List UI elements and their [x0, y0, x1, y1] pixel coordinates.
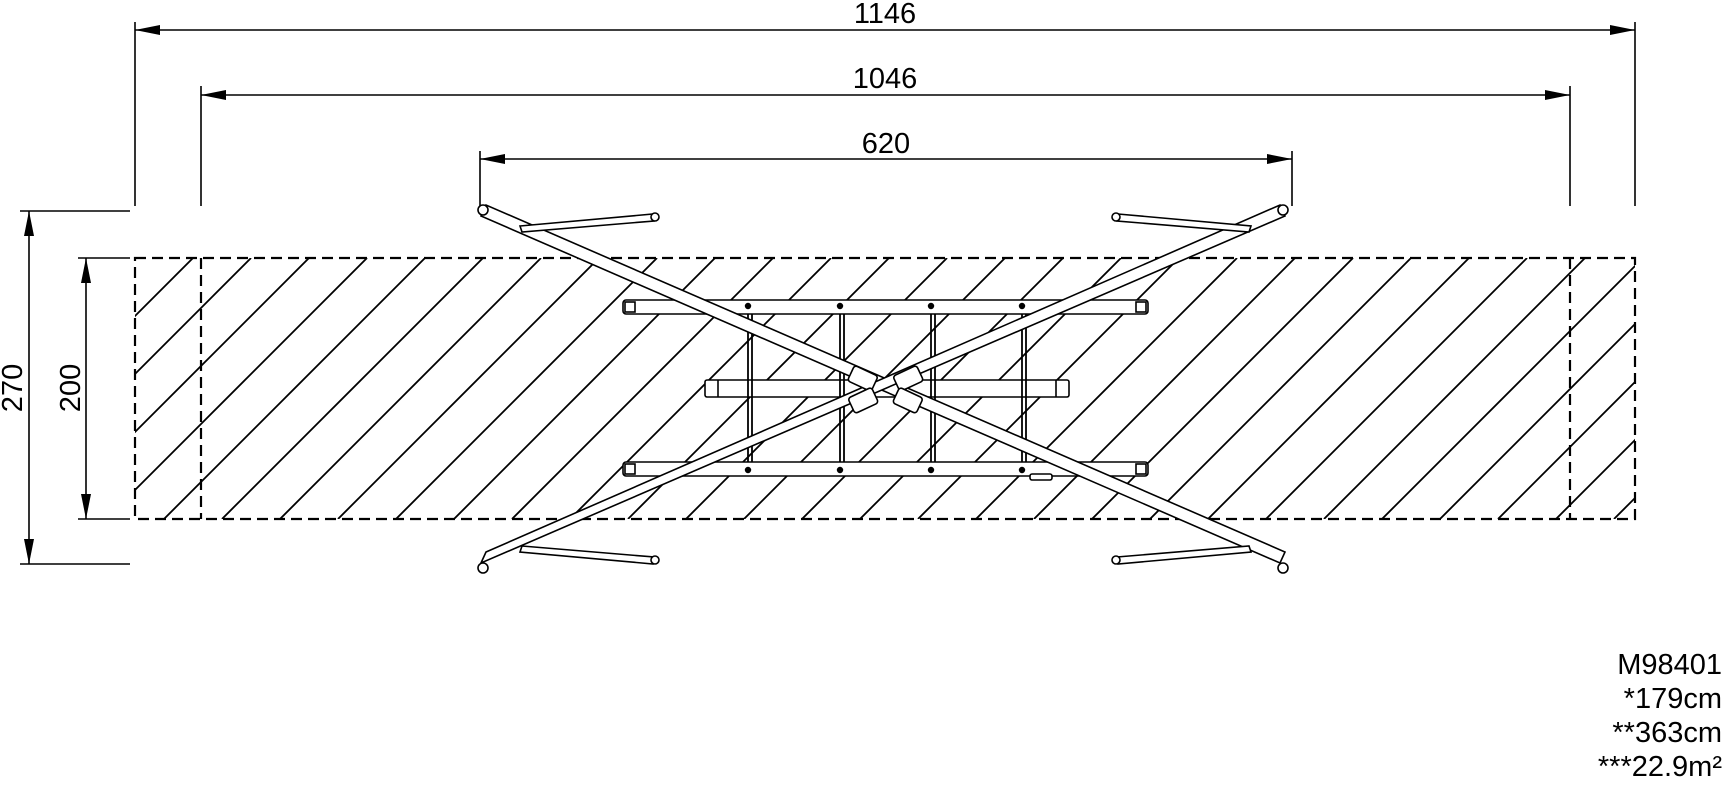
hatch-line [163, 258, 426, 519]
leg-brace-top-right [1111, 212, 1253, 233]
spec-block: M98401 *179cm **363cm ***22.9m² [1462, 648, 1722, 784]
dimension-overall-depth [20, 210, 130, 565]
swing-chains [747, 314, 1027, 462]
hatch-line [1497, 380, 1635, 519]
hatch-line [135, 258, 194, 318]
spec-free-height: *179cm [1623, 683, 1722, 715]
hatch-line [337, 258, 600, 519]
spec-safety-area: ***22.9m² [1597, 751, 1722, 783]
frame-center-hub [847, 365, 924, 414]
frame-leg-b [479, 203, 1287, 565]
spec-total-height: **363cm [1612, 717, 1722, 749]
hatch-line [1149, 258, 1412, 519]
dimension-frame-width [479, 151, 1293, 206]
dimension-overall-width [134, 22, 1636, 206]
hatch-line [1265, 258, 1528, 519]
hatch-line [1091, 258, 1354, 519]
hatch-line [395, 258, 658, 519]
leg-end-bottom-left [477, 562, 489, 574]
dimension-safety-zone-depth [78, 257, 130, 520]
dimension-overall-depth-label: 270 [0, 364, 29, 412]
leg-end-bottom-right [1277, 562, 1289, 574]
dimension-safety-zone-width-label: 1046 [853, 63, 918, 95]
hatch-line [135, 258, 252, 376]
leg-brace-bottom-left [518, 545, 660, 565]
hatch-line [1381, 264, 1635, 519]
hatch-line [1323, 258, 1586, 519]
hatch-line [1672, 258, 1730, 519]
dimension-safety-zone-width [200, 86, 1571, 206]
safety-zone-outline [133, 256, 1637, 521]
dimension-overall-width-label: 1146 [854, 0, 916, 30]
hatch-line [279, 258, 542, 519]
hatch-line [1439, 322, 1635, 519]
leg-end-top-right [1277, 204, 1289, 216]
hatch-line [135, 258, 368, 492]
hatch-line [221, 258, 484, 519]
hatch-line [1613, 496, 1635, 519]
hatch-line [1555, 438, 1635, 519]
model-number: M98401 [1617, 649, 1722, 681]
hatch-line [1207, 258, 1470, 519]
hatch-line [135, 258, 310, 434]
top-beam-lower [622, 461, 1149, 481]
leg-brace-bottom-right [1111, 545, 1253, 565]
leg-end-top-left [477, 204, 489, 216]
dimension-safety-zone-depth-label: 200 [55, 364, 87, 412]
swing-frame [477, 203, 1289, 574]
top-beam-upper [622, 299, 1149, 315]
dimension-frame-width-label: 620 [862, 128, 910, 160]
leg-brace-top-left [518, 212, 660, 233]
